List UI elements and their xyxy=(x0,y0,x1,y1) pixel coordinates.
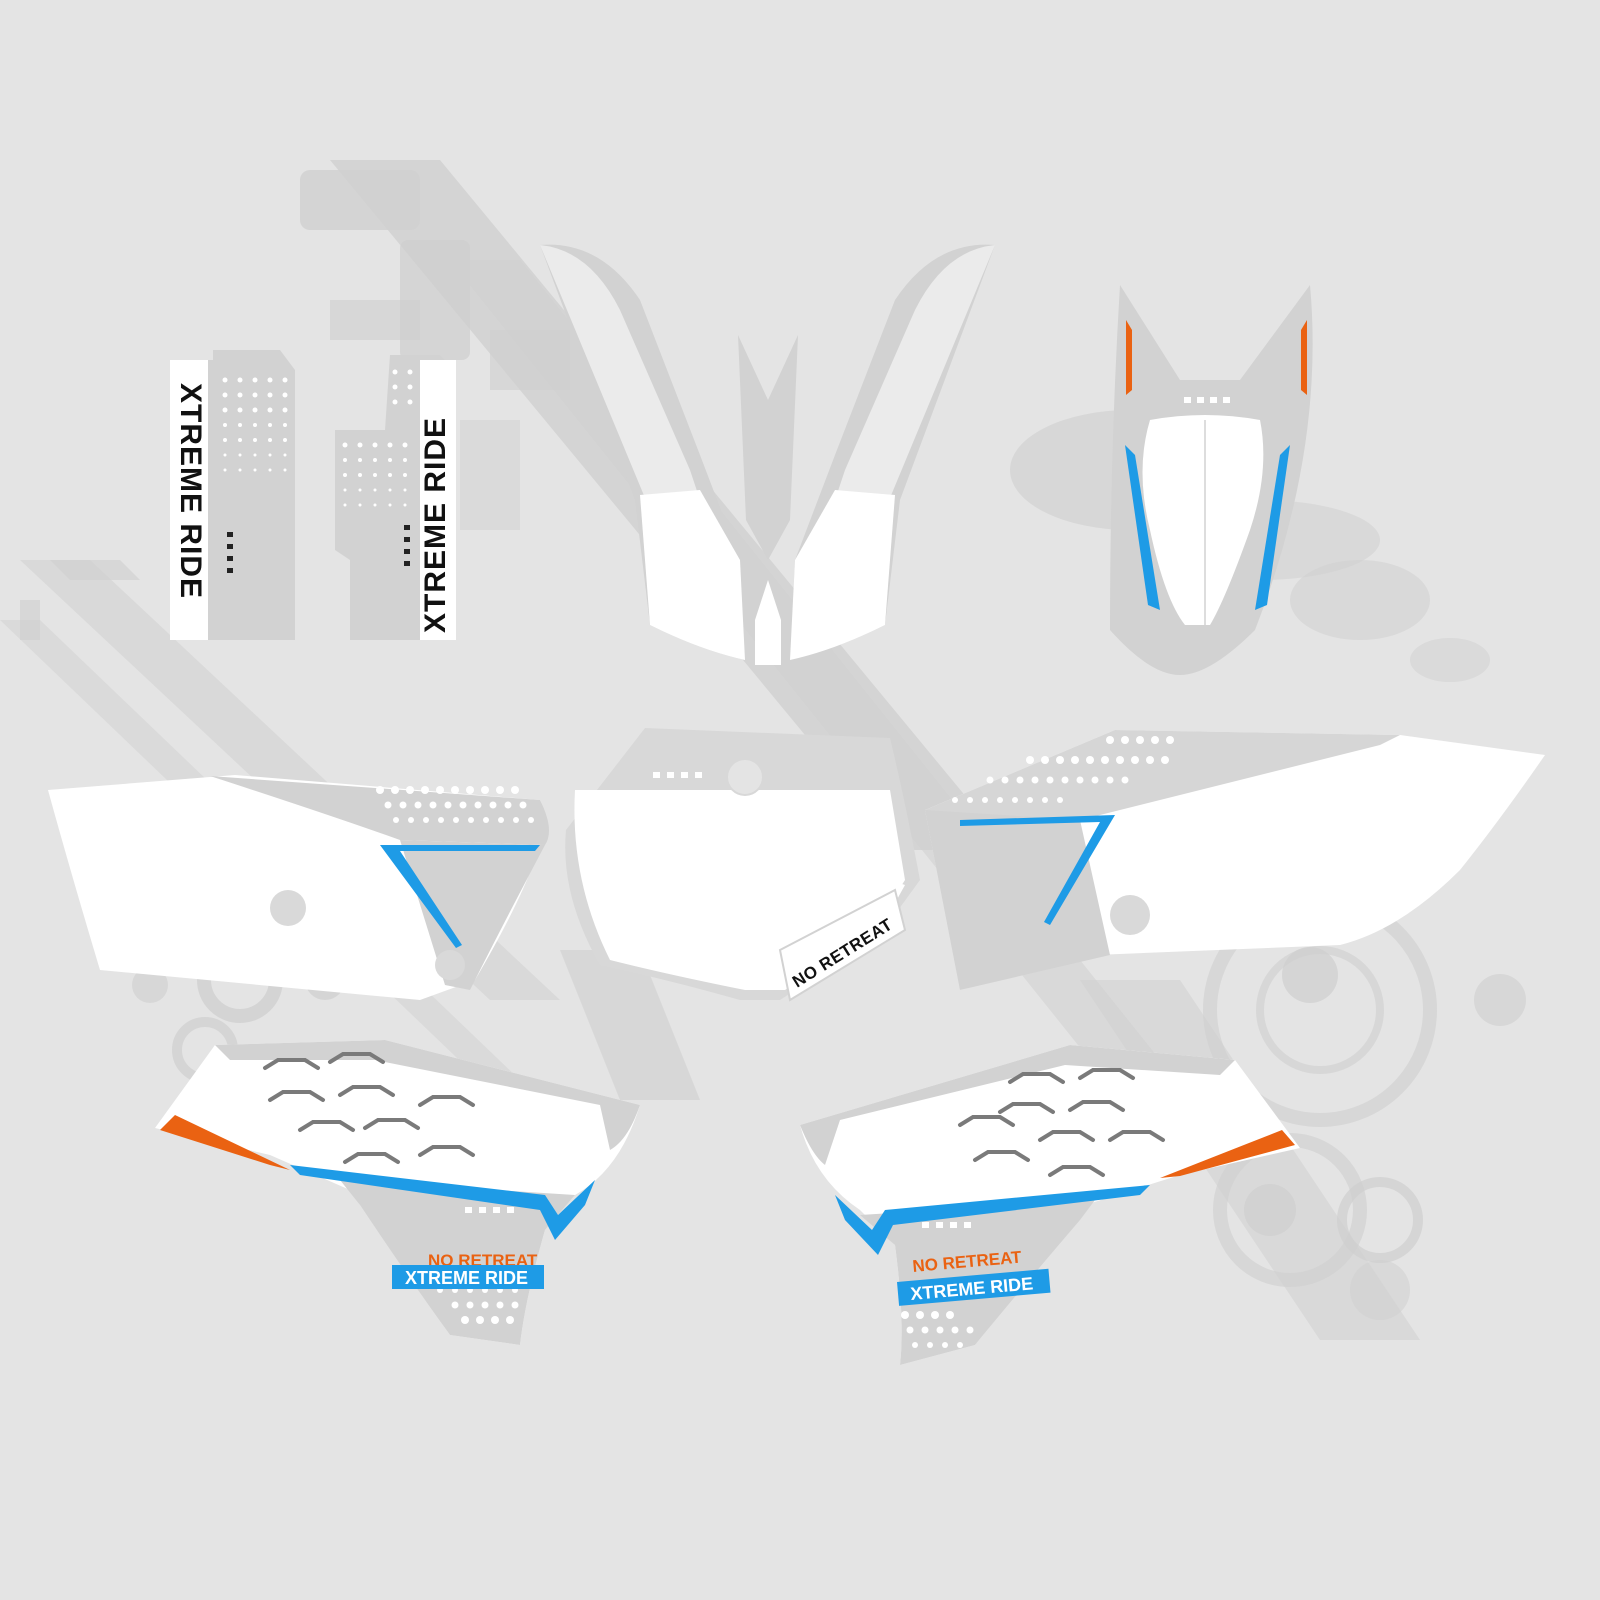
side-panel-right xyxy=(925,730,1545,990)
number-plate: NO RETREAT xyxy=(565,728,920,1002)
front-fender-blue-stripe-left xyxy=(1125,445,1160,610)
side-panel-right-dot-pattern xyxy=(952,736,1174,803)
headlight-center-tip xyxy=(755,580,781,665)
fork-guard-right-stripe xyxy=(420,360,456,640)
fork-guard-left-dot-pattern xyxy=(222,377,288,472)
headlight-mask xyxy=(540,244,995,665)
fork-guard-left-label: XTREME RIDE xyxy=(174,383,207,599)
shroud-right-vents xyxy=(958,1068,1165,1177)
front-fender-white-center xyxy=(1142,415,1264,625)
number-plate-dashes xyxy=(653,772,702,778)
side-panel-right-blue-stripe xyxy=(960,815,1115,925)
front-fender xyxy=(1110,285,1313,675)
shroud-right-xtreme-bar xyxy=(897,1268,1051,1306)
shroud-left-xtreme-bar xyxy=(392,1265,544,1289)
shroud-right-dashes xyxy=(922,1222,971,1228)
number-plate-hole xyxy=(726,758,764,796)
side-panel-left-hole xyxy=(270,890,306,926)
number-plate-badge-area xyxy=(778,888,907,1002)
shroud-left-blue-stripe xyxy=(290,1165,595,1240)
shroud-right-dot-pattern xyxy=(901,1311,974,1348)
fork-guard-left-stripe xyxy=(170,360,208,640)
shroud-left-orange-stripe xyxy=(160,1115,290,1170)
shroud-right-orange-stripe xyxy=(1160,1130,1295,1178)
side-panel-left xyxy=(48,775,549,1000)
fork-guard-right-dot-pattern xyxy=(342,369,413,507)
fork-guard-left-dashes xyxy=(227,532,233,573)
fork-guard-left: XTREME RIDE xyxy=(170,350,295,640)
headlight-center-spike xyxy=(738,335,798,560)
shroud-right-blue-stripe xyxy=(835,1185,1150,1255)
shroud-left-dashes xyxy=(465,1207,514,1213)
front-fender-blue-stripe-right xyxy=(1255,445,1290,610)
shroud-left-xtreme-ride: XTREME RIDE xyxy=(405,1268,528,1288)
headlight-right-white-panel xyxy=(790,490,895,660)
front-fender-dashes xyxy=(1184,397,1230,403)
shroud-left-vents xyxy=(263,1052,475,1164)
front-fender-orange-accent-right xyxy=(1301,320,1307,395)
fork-guard-right-label: XTREME RIDE xyxy=(419,417,452,633)
shroud-right: NO RETREAT XTREME RIDE xyxy=(800,1045,1300,1365)
shroud-left-dot-pattern xyxy=(437,1287,519,1324)
fork-guard-right-dashes xyxy=(404,525,410,566)
headlight-left-white-panel xyxy=(640,490,745,660)
fork-guard-right: XTREME RIDE xyxy=(335,355,456,640)
shroud-left: NO RETREAT XTREME RIDE xyxy=(155,1040,640,1345)
front-fender-orange-accent-left xyxy=(1126,320,1132,395)
side-panel-right-hole xyxy=(1110,895,1150,935)
side-panel-left-dot-pattern xyxy=(376,786,534,823)
side-panel-left-blue-stripe xyxy=(380,845,540,948)
